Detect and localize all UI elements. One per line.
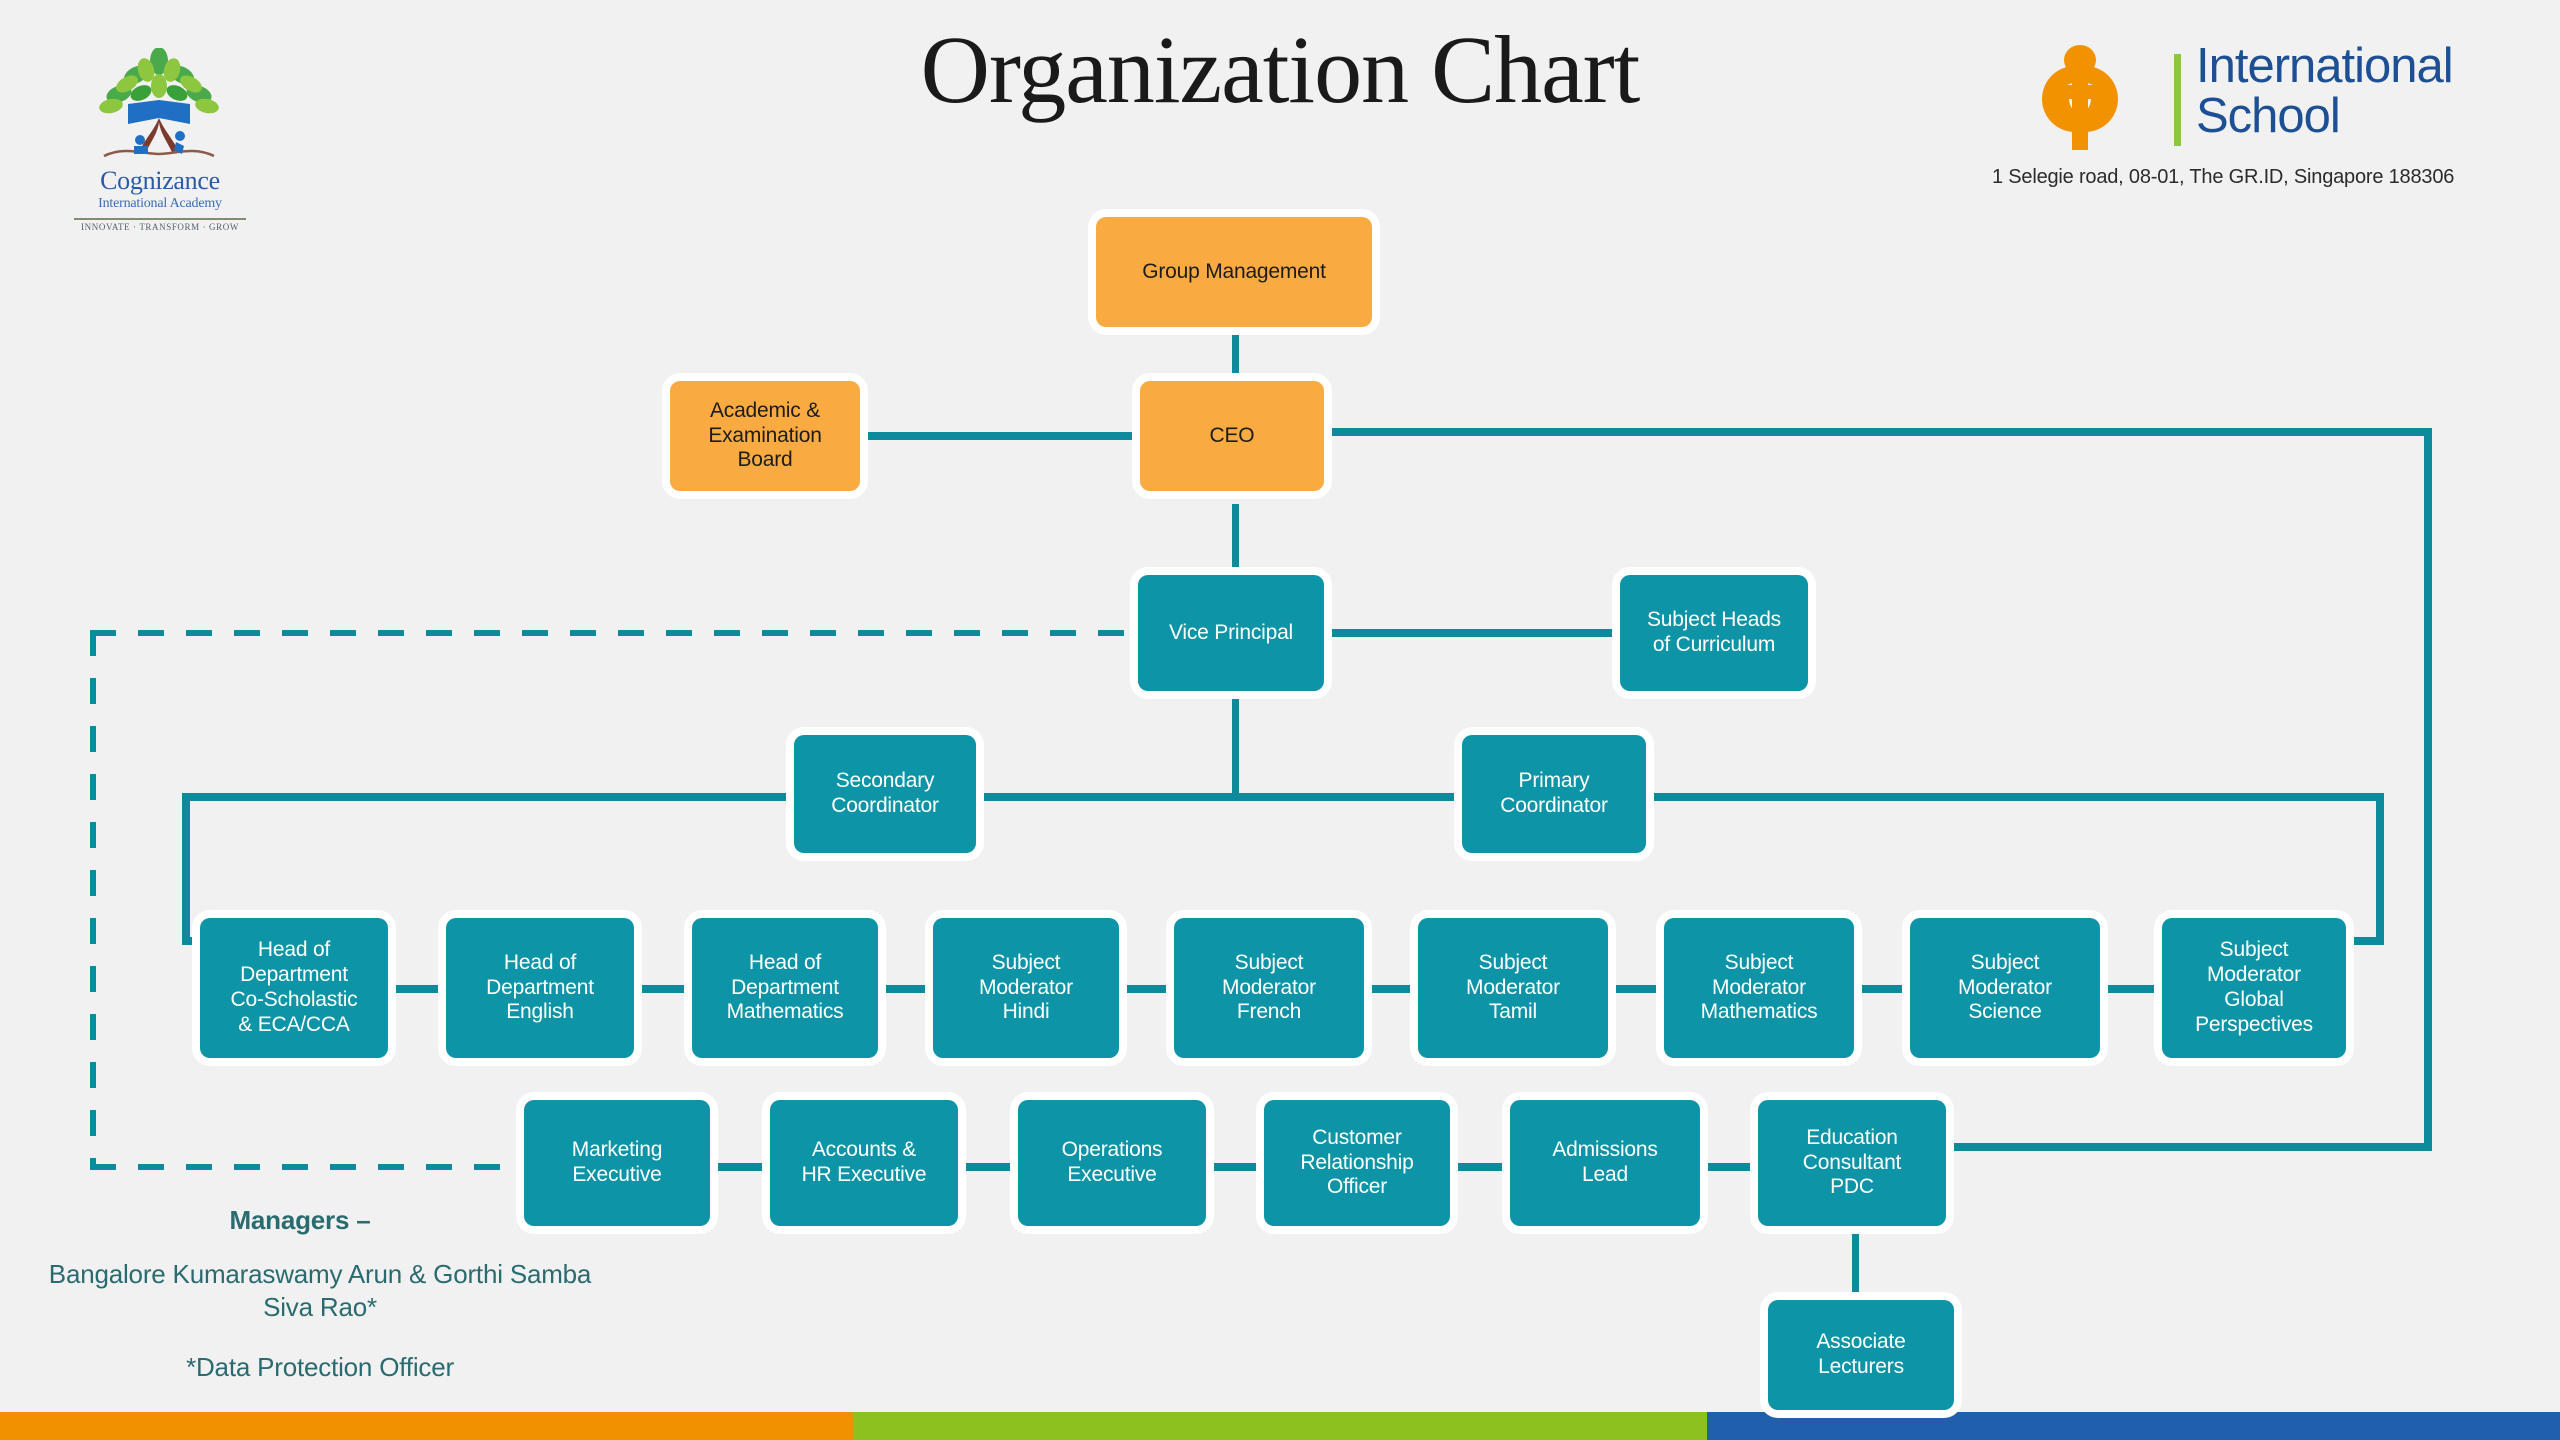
giis-wordmark: International School [2196,39,2454,143]
node-ceo[interactable]: CEO [1140,381,1324,491]
edge-secondary-left-v [182,793,190,945]
giis-accent-bar [2174,54,2181,146]
edge-primary-right-v [2376,793,2384,945]
academy-tagline: INNOVATE · TRANSFORM · GROW [81,222,239,232]
node-customer-relationship-officer[interactable]: Customer Relationship Officer [1264,1100,1450,1226]
node-head-of-department-co-scholastic[interactable]: Head of Department Co-Scholastic & ECA/C… [200,918,388,1058]
edge-row4-5 [1364,985,1418,993]
node-marketing-executive[interactable]: Marketing Executive [524,1100,710,1226]
academy-name: Cognizance [100,166,220,195]
edge-row5-5 [1700,1163,1758,1171]
node-subject-moderator-hindi[interactable]: Subject Moderator Hindi [933,918,1119,1058]
edge-ceo-right-h [1320,428,2432,436]
edge-vp-subjectheads [1320,629,1620,637]
node-subject-moderator-french[interactable]: Subject Moderator French [1174,918,1364,1058]
edge-coordinator-trunk-right [1644,793,2384,801]
edge-row5-4 [1450,1163,1510,1171]
node-group-management[interactable]: Group Management [1096,217,1372,327]
edge-vp-down [1232,690,1239,800]
edge-primary-right-h [2336,937,2384,945]
node-head-of-department-mathematics[interactable]: Head of Department Mathematics [692,918,878,1058]
dashed-edge-top [90,630,1138,636]
edge-row4-2 [634,985,692,993]
edge-ceo-viceprincipal [1232,504,1239,580]
node-subject-moderator-mathematics[interactable]: Subject Moderator Mathematics [1664,918,1854,1058]
edge-row5-2 [958,1163,1016,1171]
academy-subtitle: International Academy [98,196,222,211]
tree-book-icon [99,48,219,158]
edge-board-ceo [855,432,1145,440]
edge-row4-4 [1118,985,1174,993]
edge-edu-associate [1852,1228,1859,1302]
giis-international-school-logo: International School 1 Selegie road, 08-… [1992,40,2512,220]
node-subject-moderator-global-perspectives[interactable]: Subject Moderator Global Perspectives [2162,918,2346,1058]
cognizance-academy-logo: Cognizance International Academy INNOVAT… [60,48,260,233]
footer-bar-green [853,1412,1707,1440]
edge-row5-3 [1206,1163,1264,1171]
manager-names: Bangalore Kumaraswamy Arun & Gorthi Samb… [48,1259,592,1323]
edge-groupmgmt-ceo [1232,325,1239,385]
node-admissions-lead[interactable]: Admissions Lead [1510,1100,1700,1226]
dashed-edge-left [90,630,96,1170]
footer-bar-orange [0,1412,853,1440]
edge-coordinator-trunk-left [182,793,972,801]
node-subject-heads-of-curriculum[interactable]: Subject Heads of Curriculum [1620,575,1808,691]
node-associate-lecturers[interactable]: Associate Lecturers [1768,1300,1954,1410]
edge-coordinator-trunk-mid [972,793,1472,801]
node-subject-moderator-science[interactable]: Subject Moderator Science [1910,918,2100,1058]
node-primary-coordinator[interactable]: Primary Coordinator [1462,735,1646,853]
node-secondary-coordinator[interactable]: Secondary Coordinator [794,735,976,853]
data-protection-officer-note: *Data Protection Officer [186,1352,454,1382]
node-academic-examination-board[interactable]: Academic & Examination Board [670,381,860,491]
edge-row4-3 [877,985,933,993]
node-head-of-department-english[interactable]: Head of Department English [446,918,634,1058]
node-accounts-hr-executive[interactable]: Accounts & HR Executive [770,1100,958,1226]
logo-divider [74,218,246,220]
edge-row5-1 [710,1163,766,1171]
edge-row4-8 [2100,985,2162,993]
node-operations-executive[interactable]: Operations Executive [1018,1100,1206,1226]
page-title: Organization Chart [920,16,1641,123]
footer-color-bar [0,1412,2560,1440]
node-vice-principal[interactable]: Vice Principal [1138,575,1324,691]
edge-row4-6 [1608,985,1664,993]
school-address: 1 Selegie road, 08-01, The GR.ID, Singap… [1992,166,2455,188]
managers-label: Managers – [229,1205,371,1235]
edge-ceo-right-bottom-h [1944,1143,2432,1151]
edge-row4-7 [1854,985,1910,993]
node-subject-moderator-tamil[interactable]: Subject Moderator Tamil [1418,918,1608,1058]
dashed-edge-bottom [90,1164,528,1170]
edge-row4-1 [388,985,450,993]
footer-bar-blue [1707,1412,2560,1440]
giis-mark-icon [2042,45,2118,150]
edge-ceo-right-v [2424,428,2432,1151]
node-education-consultant-pdc[interactable]: Education Consultant PDC [1758,1100,1946,1226]
